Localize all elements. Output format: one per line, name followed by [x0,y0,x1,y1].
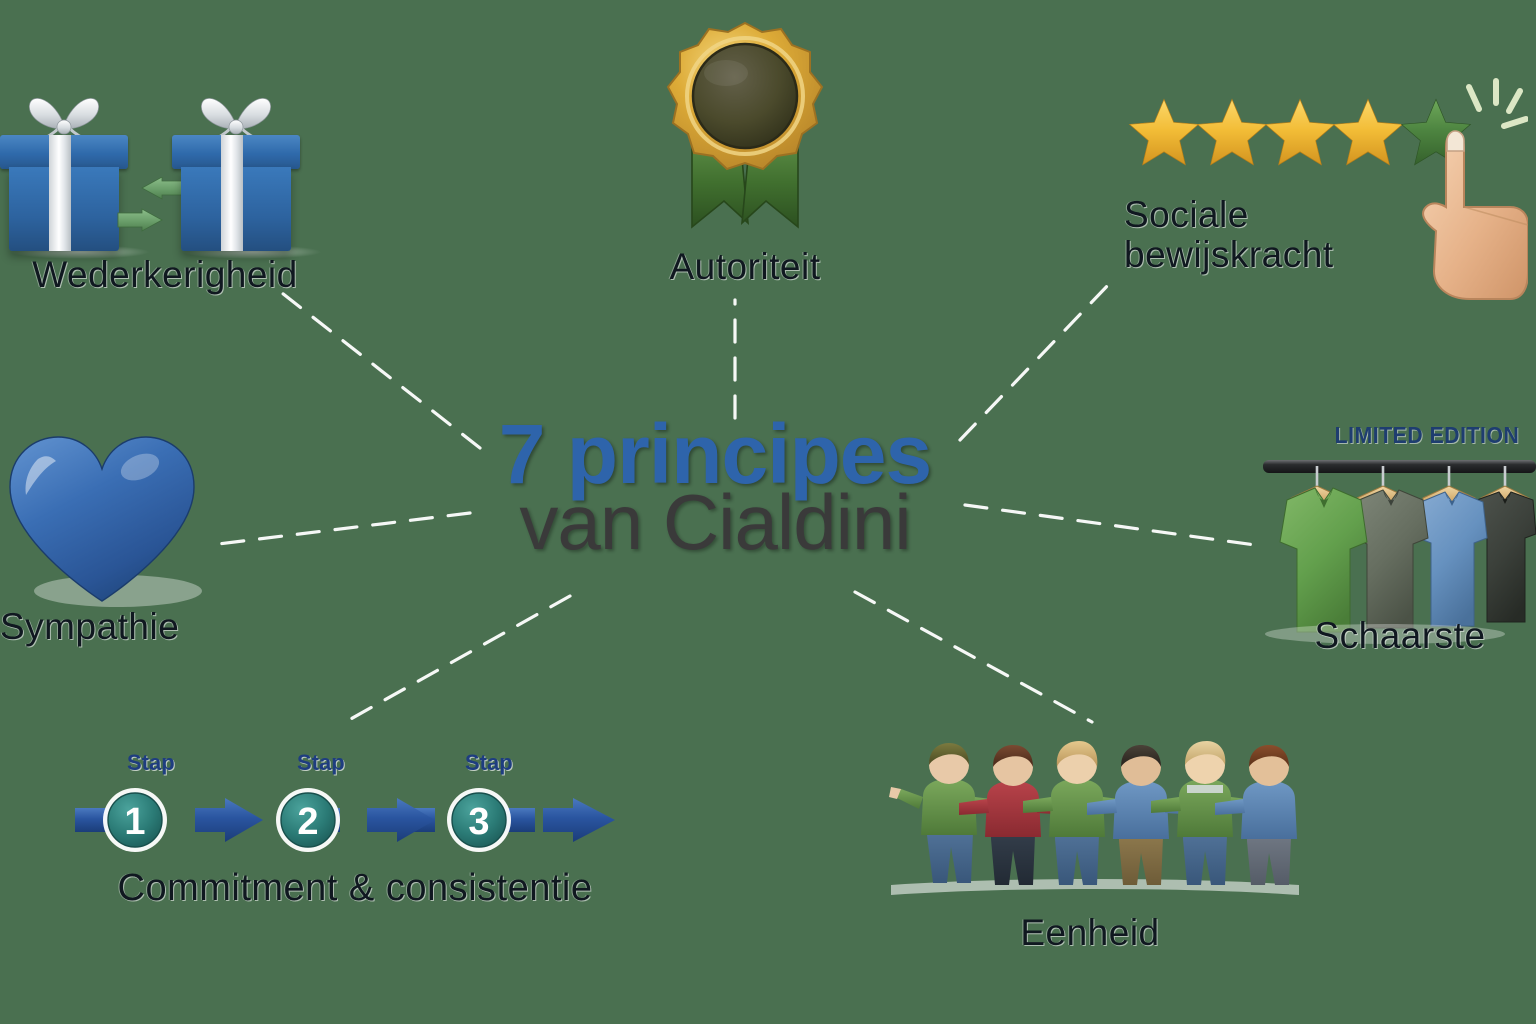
clothing-rack-icon [1263,460,1536,644]
tshirt-blue [1417,491,1488,627]
child-5 [1151,741,1263,885]
tshirt-green [1279,487,1368,633]
step-number-2: 2 [297,801,318,843]
principle-label-scarcity: Schaarste [1314,615,1486,656]
principle-label-authority: Autoriteit [669,246,821,287]
child-6 [1215,745,1297,885]
award-rosette-icon [666,21,824,229]
connector-social-proof [958,281,1112,442]
principle-reciprocity[interactable]: Wederkerigheid [0,85,330,305]
connector-liking [208,511,472,547]
gift-ribbon [221,135,243,251]
center-title: 7 principes van Cialdini [455,407,975,566]
principle-label-reciprocity: Wederkerigheid [32,254,298,295]
child-3 [1023,741,1135,885]
principle-scarcity[interactable]: LIMITED EDITION [1255,420,1536,670]
star-rating-icon [1129,78,1528,300]
principle-social-proof[interactable]: Sociale bewijskracht [1110,75,1530,300]
gift-ribbon [49,135,71,251]
principle-label-commitment: Commitment & consistentie [117,867,593,909]
connector-reciprocity [280,291,482,450]
tshirt-dark [1475,491,1536,623]
child-2 [959,745,1071,885]
principle-label-unity: Eenheid [1020,912,1160,953]
principle-unity[interactable]: Eenheid [885,735,1305,960]
step-number-1: 1 [124,801,145,843]
principle-liking[interactable]: Sympathie [0,425,230,655]
principle-authority[interactable]: Autoriteit [620,15,870,295]
title-line-secondary: van Cialdini [519,477,911,566]
limited-edition-banner: LIMITED EDITION [1334,422,1520,448]
heart-icon [9,436,202,607]
exchange-arrows-icon [117,177,187,232]
principle-label-social-proof: Sociale bewijskracht [1124,194,1334,275]
tshirt-olive [1352,489,1429,629]
step-number-3: 3 [468,801,489,843]
children-unity-icon [889,741,1299,895]
principle-label-liking: Sympathie [0,606,180,647]
principle-commitment[interactable]: Stap Stap Stap [75,750,635,925]
connector-unity [853,590,1094,724]
pointing-hand-icon [1422,130,1528,300]
title-line-primary: 7 principes [498,407,933,501]
connector-commitment [338,594,572,727]
three-step-process-icon: 1 2 3 [75,788,615,852]
connector-scarcity [963,503,1257,547]
step-word-3: Stap [465,750,513,775]
child-4 [1087,745,1199,885]
step-word-2: Stap [297,750,345,775]
step-word-1: Stap [127,750,175,775]
